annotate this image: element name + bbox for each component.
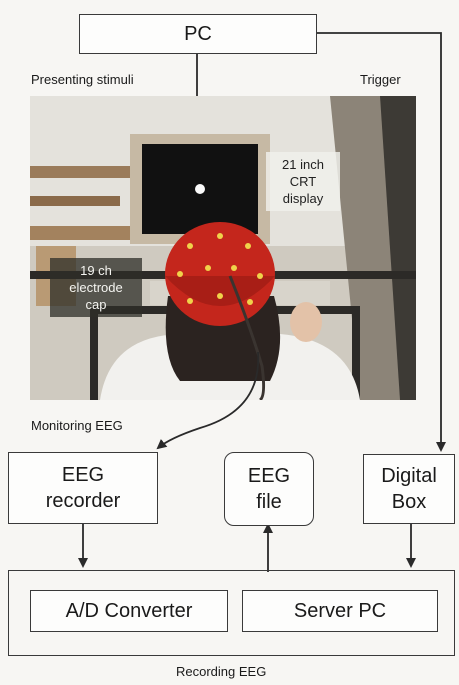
ad-converter-label: A/D Converter: [65, 600, 193, 622]
display-caption-line-1: 21 inch: [282, 157, 324, 172]
cap-caption: 19 ch electrode cap: [50, 258, 142, 317]
eeg-file-line-1: EEG: [247, 465, 291, 487]
display-caption: 21 inch CRT display: [266, 152, 340, 211]
recording-eeg-group: [8, 570, 455, 656]
cap-caption-line-3: cap: [85, 297, 107, 312]
display-caption-line-3: display: [282, 191, 324, 206]
cap-caption-line-1: 19 ch: [80, 263, 112, 278]
trigger-arrow: [316, 32, 446, 452]
ad-converter-box: A/D Converter: [30, 590, 228, 632]
experiment-photo: 21 inch CRT display 19 ch electrode cap: [30, 96, 416, 400]
digital-box-line-2: Box: [391, 491, 427, 513]
trigger-label: Trigger: [360, 72, 401, 87]
eeg-file-line-2: file: [256, 491, 282, 513]
eeg-recorder-box: EEG recorder: [8, 452, 158, 524]
pc-label: PC: [184, 23, 212, 45]
eeg-recorder-line-2: recorder: [45, 490, 121, 512]
eeg-recorder-line-1: EEG: [61, 464, 105, 486]
cap-caption-line-2: electrode: [69, 280, 123, 295]
digital-box: Digital Box: [363, 454, 455, 524]
presenting-stimuli-label: Presenting stimuli: [31, 72, 134, 87]
eeg-file-box: EEG file: [224, 452, 314, 526]
display-caption-line-2: CRT: [289, 174, 317, 189]
recording-eeg-label: Recording EEG: [176, 664, 267, 679]
server-pc-label: Server PC: [293, 600, 387, 622]
server-pc-box: Server PC: [242, 590, 438, 632]
monitoring-eeg-label: Monitoring EEG: [31, 418, 123, 433]
digital-box-line-1: Digital: [381, 465, 437, 487]
pc-box: PC: [79, 14, 317, 54]
